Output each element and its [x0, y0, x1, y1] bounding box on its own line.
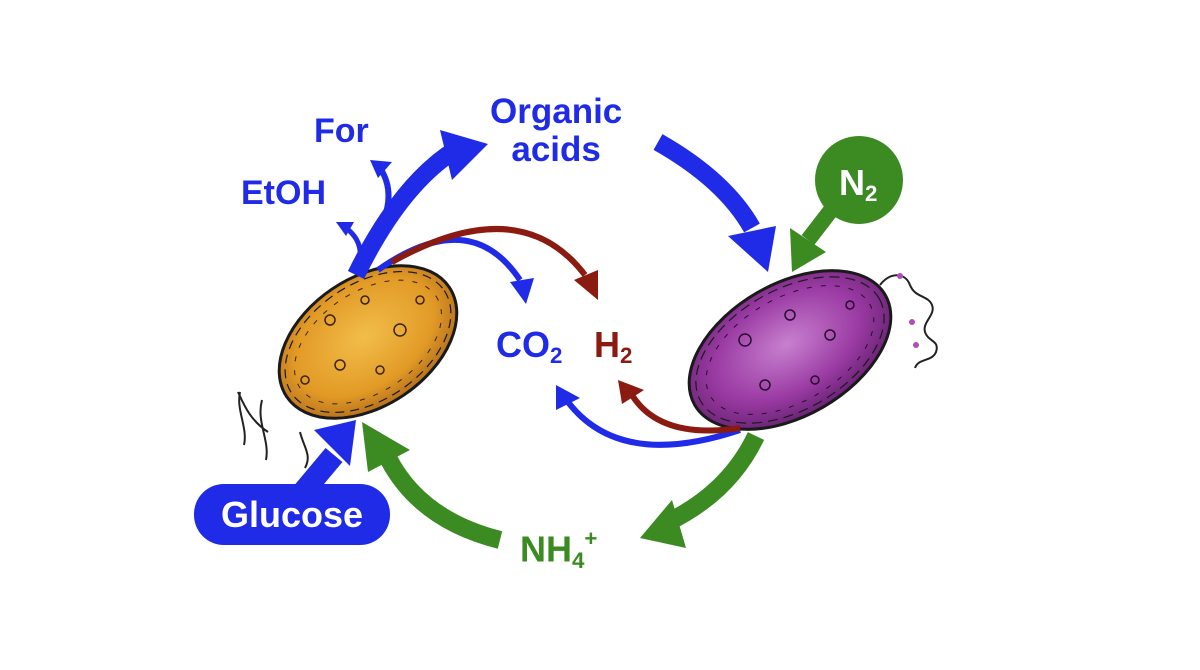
n2-bubble	[815, 136, 903, 224]
arrow-acids-to-purple	[653, 134, 776, 272]
arrow-nh4-to-orange	[362, 422, 503, 549]
arrow-to-for	[370, 160, 392, 234]
arrow-purple-to-h2	[618, 380, 741, 434]
purple-bacterium-icon	[687, 269, 938, 431]
arrow-n2-to-purple	[790, 200, 842, 272]
ammonium-label: NH4+	[520, 526, 598, 573]
arrow-to-etoh	[336, 222, 363, 259]
glucose-badge: Glucose	[194, 484, 390, 545]
ethanol-label: EtOH	[241, 174, 326, 212]
n2-label: N2	[839, 162, 878, 207]
co2-label: CO2	[496, 324, 563, 369]
h2-label: H2	[594, 324, 633, 369]
formate-label: For	[314, 112, 369, 150]
arrow-purple-to-nh4	[640, 432, 765, 548]
arrow-purple-to-co2	[556, 385, 741, 448]
orange-bacterium-icon	[237, 264, 459, 469]
arrow-to-organic-acids	[347, 130, 488, 279]
arrow-orange-to-h2	[390, 226, 598, 300]
